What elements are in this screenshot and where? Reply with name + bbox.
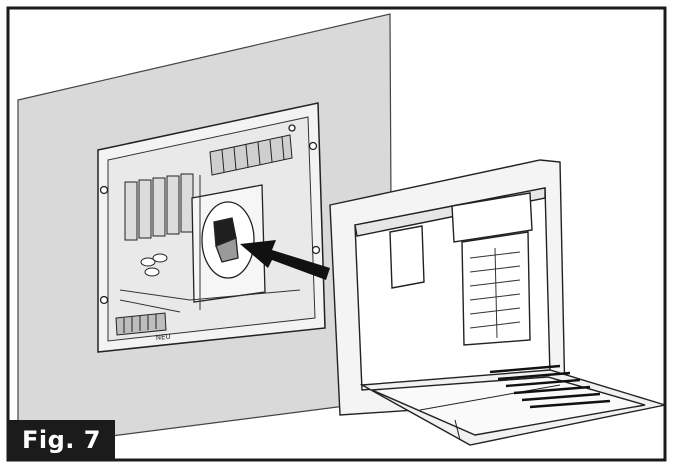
fuse-block [124, 173, 194, 241]
front-cover [329, 159, 566, 416]
cover-window [389, 225, 425, 289]
breaker-bank [209, 134, 293, 176]
louver-slats [469, 247, 521, 339]
terminal-strip [115, 312, 167, 336]
hinged-door [359, 369, 666, 446]
internal-wiring [119, 175, 301, 313]
insert-arrow [240, 240, 330, 280]
door-vent-slots [489, 364, 611, 409]
board-marking: NEU [155, 333, 170, 342]
mounting-screws [99, 124, 321, 305]
wire-connectors [140, 253, 168, 277]
fan-housing [191, 184, 266, 303]
figure-label: Fig. 7 [8, 420, 115, 460]
